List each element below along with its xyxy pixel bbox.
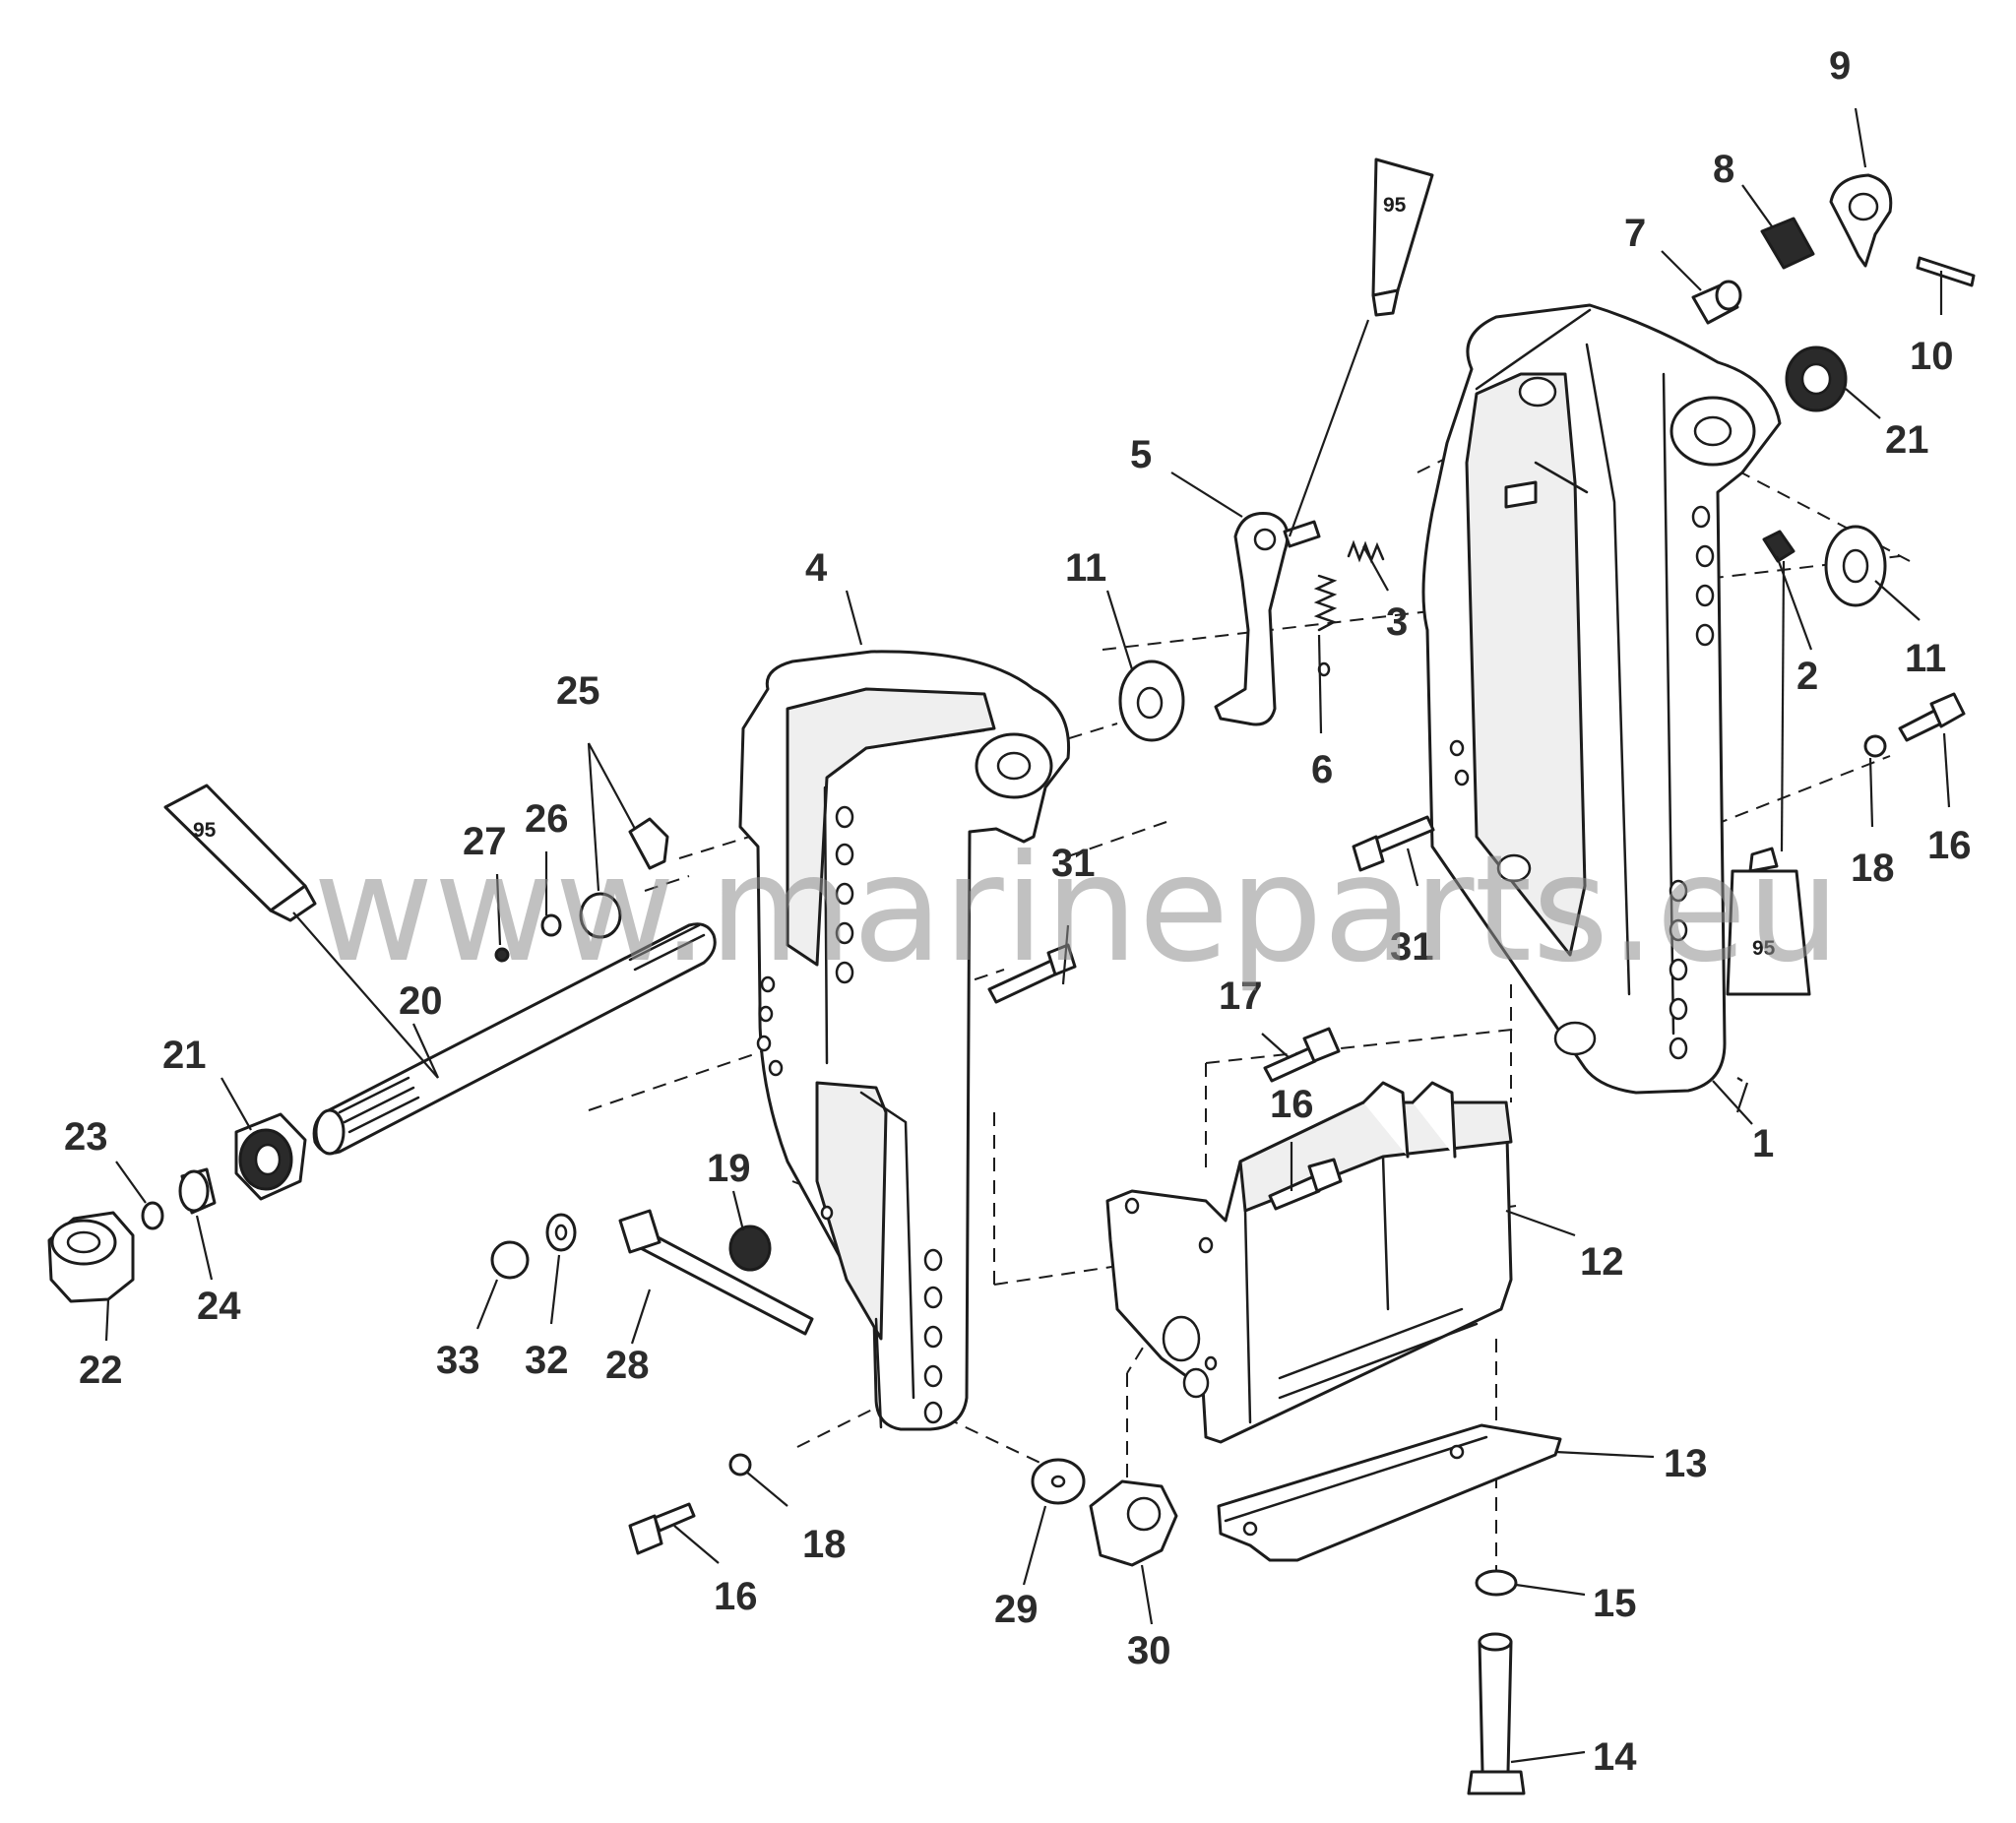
callout-label: 1 — [1752, 1122, 1774, 1165]
part-9-tilt-lever — [1829, 173, 1893, 268]
watermark-text: www.marineparts.eu — [313, 824, 1841, 995]
callout-label: 18 — [802, 1523, 847, 1566]
callout-label: 31 — [1051, 842, 1096, 885]
grease-tube-left: 95 — [163, 784, 317, 922]
callout-label: 26 — [525, 797, 569, 841]
callout-label: 10 — [1910, 335, 1954, 378]
callout-label: 11 — [1905, 637, 1946, 680]
part-14-bolt — [1467, 1632, 1526, 1795]
callout-label: 22 — [79, 1349, 123, 1392]
part-11-washer-right — [1824, 525, 1887, 607]
callout-label: 31 — [1390, 925, 1434, 969]
callout-label: 16 — [714, 1575, 758, 1618]
part-33-nut — [490, 1240, 530, 1280]
part-15-washer — [1475, 1569, 1518, 1597]
part-29-washer — [1031, 1458, 1086, 1505]
callout-label: 15 — [1593, 1582, 1637, 1625]
callout-label: 30 — [1127, 1629, 1171, 1672]
grease-tube-right: 95 — [1726, 847, 1811, 996]
part-28-bolt — [618, 1209, 814, 1336]
part-17-bolt — [1263, 1027, 1341, 1083]
leader-lines — [104, 107, 1951, 1764]
part-2-fitting — [1762, 530, 1796, 563]
callout-label: 33 — [436, 1339, 480, 1382]
part-21-bushing-right — [1785, 346, 1848, 412]
part-3-spring — [1347, 539, 1385, 564]
callout-label: 25 — [556, 669, 600, 713]
callout-label: 27 — [463, 820, 507, 863]
part-25-clamp — [579, 817, 669, 939]
callout-label: 12 — [1580, 1240, 1624, 1284]
part-16-bolt-right — [1898, 692, 1966, 742]
callout-label: 2 — [1796, 655, 1818, 698]
part-18-washer-lower — [728, 1453, 752, 1477]
callout-label: 16 — [1270, 1083, 1314, 1126]
grease-tube-top: 95 — [1371, 157, 1434, 317]
callout-label: 5 — [1130, 433, 1152, 476]
callout-label: 13 — [1664, 1442, 1708, 1485]
callout-label: 29 — [994, 1588, 1039, 1631]
part-26-washer — [540, 913, 562, 937]
callout-label: 11 — [1065, 546, 1106, 590]
part-13-plate — [1217, 1423, 1562, 1562]
part-20-tilt-tube — [312, 922, 717, 1156]
callout-label: 28 — [605, 1344, 650, 1387]
callout-label: 8 — [1713, 148, 1734, 191]
part-27-grease-fitting — [494, 947, 510, 963]
part-31-bolt-right — [1352, 815, 1435, 872]
part-16-bolt-mid — [1268, 1158, 1343, 1211]
callout-label: 21 — [162, 1034, 207, 1077]
part-16-bolt-lower — [628, 1502, 696, 1555]
callout-label: 9 — [1829, 44, 1851, 88]
grease-tube-top-label: 95 — [1383, 194, 1407, 217]
callout-label: 20 — [399, 979, 443, 1023]
callout-label: 18 — [1851, 847, 1895, 890]
callout-numbers: 1 2 3 4 5 6 7 8 9 10 11 11 12 13 14 15 1… — [64, 44, 1972, 1779]
callout-label: 24 — [197, 1285, 241, 1328]
callout-label: 23 — [64, 1115, 108, 1159]
part-5-lock-lever — [1214, 511, 1321, 726]
part-31-bolt-left — [987, 943, 1077, 1004]
part-4-left-clamp-bracket — [738, 650, 1071, 1431]
callout-label: 6 — [1311, 748, 1333, 791]
callout-label: 3 — [1386, 600, 1408, 644]
grease-tube-right-label: 95 — [1752, 937, 1776, 960]
part-8-spring — [1760, 217, 1815, 270]
part-7-bushing — [1691, 280, 1742, 325]
callout-label: 16 — [1927, 824, 1972, 867]
callout-label: 21 — [1885, 418, 1929, 462]
part-11-washer-left — [1118, 660, 1185, 742]
part-18-washer-right — [1863, 734, 1887, 758]
part-19-nut — [728, 1225, 772, 1272]
callout-label: 19 — [707, 1147, 751, 1190]
part-12-support-bracket — [1105, 1081, 1513, 1444]
part-1-right-clamp-bracket — [1421, 303, 1782, 1095]
callout-label: 4 — [805, 546, 828, 590]
grease-tube-left-label: 95 — [193, 819, 217, 842]
part-23-ring — [141, 1201, 164, 1230]
part-30-nut — [1089, 1479, 1178, 1567]
callout-label: 32 — [525, 1339, 569, 1382]
callout-label: 14 — [1593, 1735, 1637, 1779]
part-10-pin — [1916, 256, 1976, 287]
part-22-nut — [47, 1211, 135, 1303]
part-24-bushing — [178, 1167, 217, 1215]
callout-label: 7 — [1624, 212, 1646, 255]
callout-label: 17 — [1219, 974, 1263, 1018]
part-21-bushing-left — [234, 1112, 307, 1201]
part-32-washer — [545, 1213, 577, 1252]
